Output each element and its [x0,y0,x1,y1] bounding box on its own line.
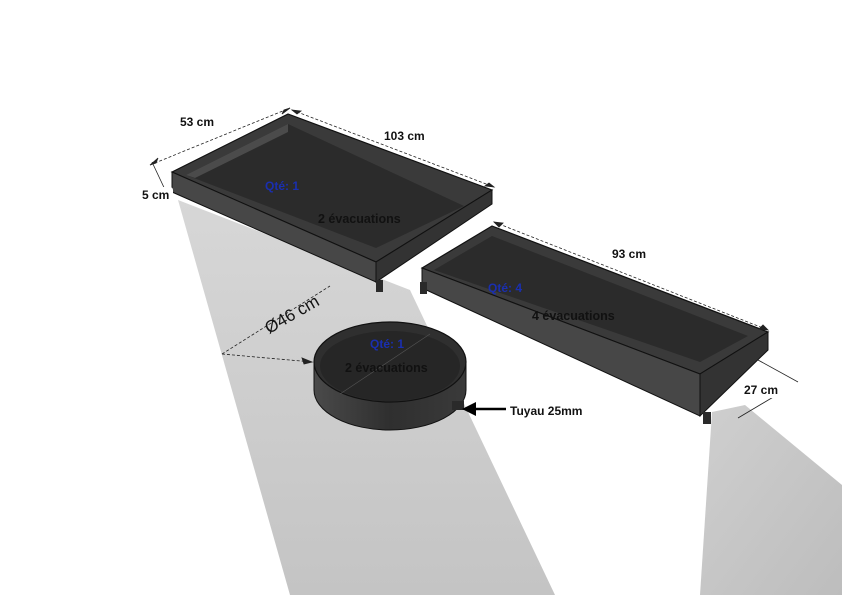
tray-round [313,321,467,431]
dimension-lines [149,107,799,419]
pipe-label: Tuyau 25mm [510,404,583,418]
drain-pipe [703,412,711,424]
tray-large-width-label: 53 cm [180,115,215,129]
round-tray-qty-label: Qté: 1 [370,337,405,351]
pipe-stub [452,401,464,410]
drain-pipe [420,282,427,294]
tray-narrow-qty-label: Qté: 4 [488,281,523,295]
tray-narrow [420,225,770,424]
tray-narrow-width-label: 27 cm [740,382,783,398]
tray-large-length-label: 103 cm [384,129,425,143]
drain-pipe [376,280,383,292]
tray-large-height-label: 5 cm [138,187,174,203]
tray-narrow-length-label: 93 cm [612,247,647,261]
tray-large-drains-label: 2 évacuations [318,212,401,226]
shadow-right [700,405,842,595]
tray-large-qty-label: Qté: 1 [265,179,300,193]
round-tray-drains-label: 2 évacuations [345,361,428,375]
tray-large [170,113,494,292]
tray-narrow-drains-label: 4 évacuations [532,309,615,323]
pipe-arrow [462,402,506,416]
